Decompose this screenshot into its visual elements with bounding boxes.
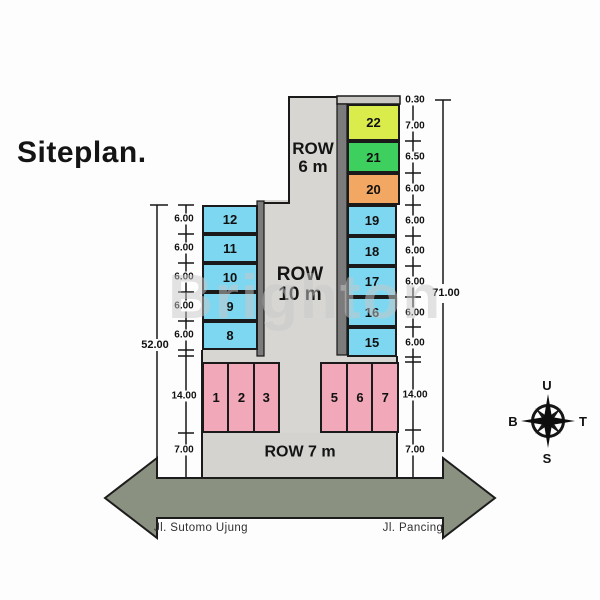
compass-east-label: T [579,414,587,429]
left-dimension-1: 6.00 [172,242,196,254]
right-dimension-ticks [405,103,421,479]
right-dimension-4: 6.00 [403,215,427,227]
row10-label-line2: 10 m [278,284,322,305]
row6-label: ROW 6 m [292,140,334,176]
lot-16: 16 [347,297,397,327]
lot-21: 21 [347,141,400,173]
left-dimension-4: 6.00 [172,329,196,341]
lot-8: 8 [202,321,258,350]
row7-label: ROW 7 m [264,443,336,461]
compass-north-label: U [542,378,551,393]
right-dimension-1: 7.00 [403,120,427,132]
left-dimension-3: 6.00 [172,300,196,312]
lot-1: 1 [202,362,230,433]
lot-12: 12 [202,205,258,234]
right-dimension-7: 6.00 [403,307,427,319]
lot-2: 2 [227,362,255,433]
right-dimension-2: 6.50 [403,151,427,163]
lot-22: 22 [347,104,400,141]
lot-3: 3 [252,362,280,433]
lot-19: 19 [347,205,397,236]
right-dimension-10: 7.00 [403,444,427,456]
left-dimension-5: 14.00 [169,390,199,402]
lot-9: 9 [202,292,258,321]
lot-18: 18 [347,236,397,266]
top-setback-strip [336,95,401,105]
lot-5: 5 [320,362,348,433]
street-label-left: Jl. Sutomo Ujung [154,522,248,534]
row6-label-line1: ROW [292,139,334,159]
main-road-arrow [103,455,497,541]
row6-label-line2: 6 m [298,157,328,176]
road-surfaces [202,97,397,478]
page-title: Siteplan. [17,136,147,169]
right-dimension-0: 0.30 [403,94,427,106]
row10-label-line1: ROW [276,264,324,286]
compass-main-star [521,394,575,448]
street-label-right: Jl. Pancing [382,522,444,534]
lot-15: 15 [347,327,397,357]
compass-west-label: B [508,414,517,429]
compass-rose: U T S B [508,378,587,466]
row10-label: ROW 10 m [277,265,323,305]
right-wall-strip [336,103,348,356]
compass-south-label: S [543,451,552,466]
right-total-dimension: 71.00 [430,287,462,299]
lot-11: 11 [202,234,258,263]
right-dimension-6: 6.00 [403,276,427,288]
left-total-dimension: 52.00 [139,339,171,351]
left-wall-strip [256,200,265,357]
lot-20: 20 [347,173,400,205]
left-dimension-6: 7.00 [172,444,196,456]
lot-17: 17 [347,266,397,297]
right-dimension-9: 14.00 [400,389,430,401]
lot-7: 7 [371,362,400,433]
left-dimension-2: 6.00 [172,271,196,283]
right-dimension-3: 6.00 [403,183,427,195]
lot-10: 10 [202,263,258,292]
left-dimension-0: 6.00 [172,213,196,225]
lot-6: 6 [345,362,374,433]
right-dimension-8: 6.00 [403,337,427,349]
right-dimension-5: 6.00 [403,245,427,257]
